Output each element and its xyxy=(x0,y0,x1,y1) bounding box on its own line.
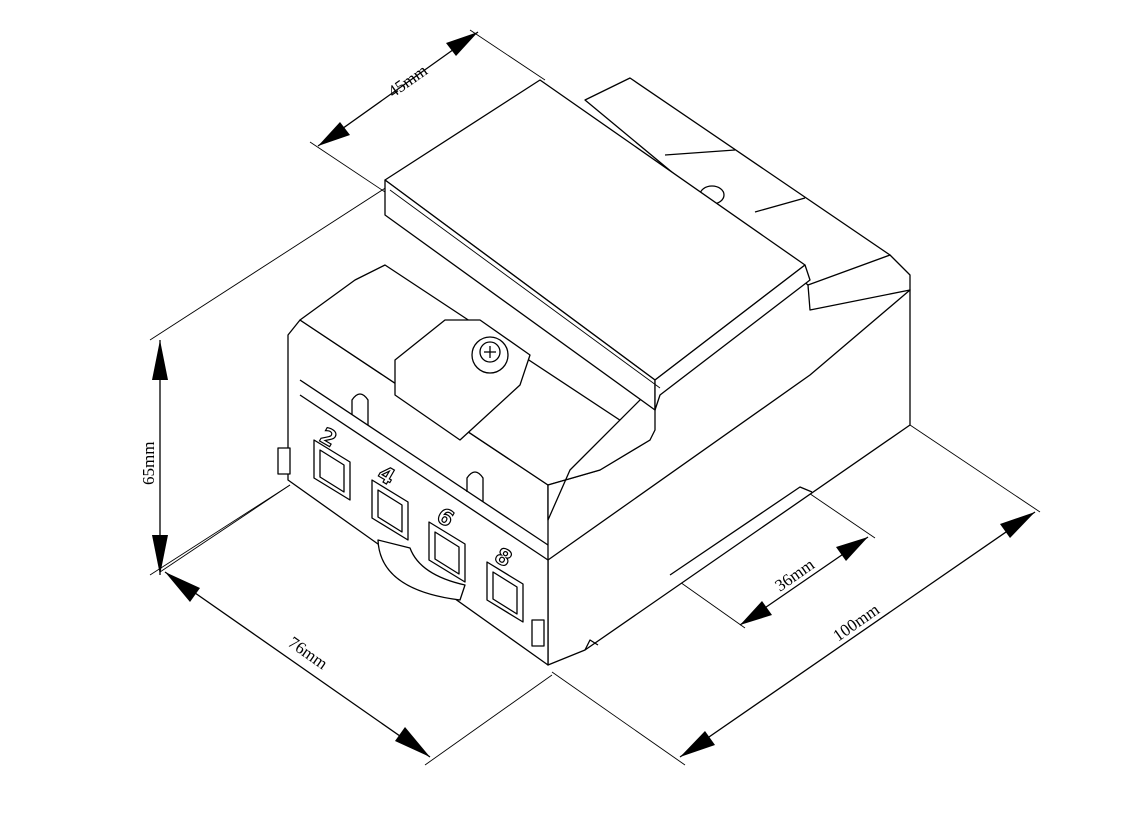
terminal-openings xyxy=(313,439,524,623)
dimension-45mm: 45mm xyxy=(317,31,479,147)
dimension-label-76: 76mm xyxy=(285,633,331,673)
dimension-76mm: 76mm xyxy=(164,571,431,758)
meter-body xyxy=(277,77,911,666)
dimension-label-45: 45mm xyxy=(384,61,430,101)
dimension-65mm: 65mm xyxy=(139,340,168,575)
dimension-label-36: 36mm xyxy=(771,555,817,595)
dimension-label-65: 65mm xyxy=(139,442,158,485)
extension-lines xyxy=(149,29,1041,766)
dimension-100mm: 100mm xyxy=(679,511,1036,758)
dimension-36mm: 36mm xyxy=(739,536,869,626)
